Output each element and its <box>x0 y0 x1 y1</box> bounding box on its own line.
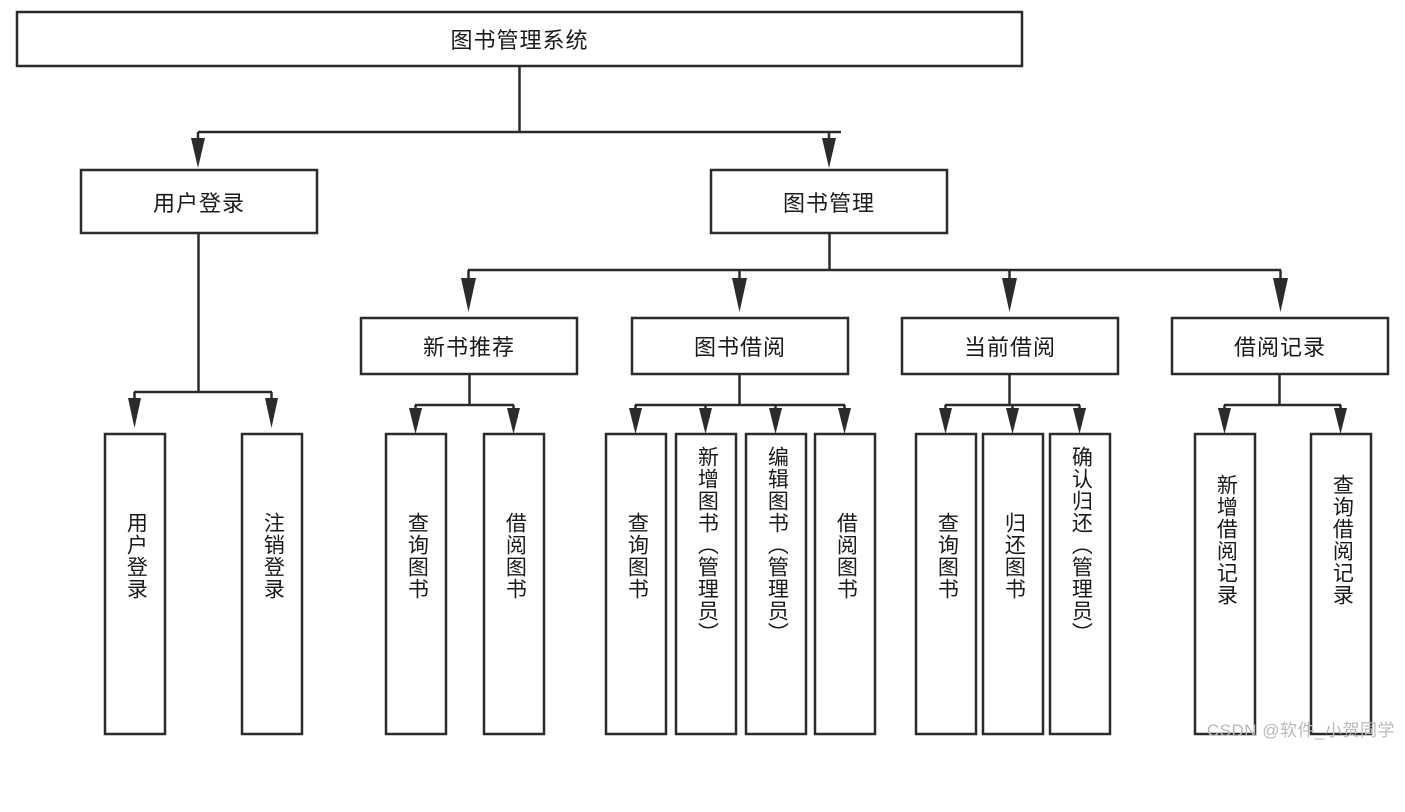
arrow-head-current-borrow <box>1002 278 1017 312</box>
arrow-head-book-management <box>822 138 836 168</box>
node-box-leaf-edit-book[interactable] <box>744 432 808 736</box>
node-box-leaf-query-record[interactable] <box>1309 432 1373 736</box>
node-box-leaf-borrow-book-1[interactable] <box>482 432 546 736</box>
tree-svg-canvas <box>15 10 1390 736</box>
node-box-leaf-logout-login[interactable] <box>240 432 304 736</box>
arrow-head-user-login <box>191 138 205 168</box>
node-box-borrow-record[interactable] <box>1170 316 1390 376</box>
arrow-head-borrow-record <box>1273 278 1288 312</box>
arrow-head-leaf-query-book-1 <box>409 408 422 434</box>
node-box-leaf-query-book-1[interactable] <box>384 432 448 736</box>
node-box-leaf-borrow-book-2[interactable] <box>813 432 877 736</box>
arrow-head-leaf-query-book-2 <box>629 408 642 434</box>
node-box-leaf-add-book[interactable] <box>674 432 738 736</box>
arrow-head-leaf-confirm-return <box>1073 408 1086 434</box>
arrow-head-leaf-user-login <box>128 398 141 428</box>
arrow-head-leaf-edit-book <box>769 408 782 434</box>
node-box-leaf-query-book-3[interactable] <box>914 432 978 736</box>
node-box-book-management[interactable] <box>709 168 949 235</box>
org-chart-diagram: 图书管理系统 用户登录 图书管理 新书推荐 图书借阅 当前借阅 借阅记录 用户登… <box>15 10 1394 740</box>
node-box-leaf-user-login[interactable] <box>103 432 167 736</box>
arrow-head-new-book-recommend <box>461 278 476 312</box>
arrow-head-leaf-logout-login <box>265 398 278 428</box>
node-box-book-borrow[interactable] <box>630 316 850 376</box>
arrow-head-leaf-query-book-3 <box>939 408 952 434</box>
arrow-head-book-borrow <box>732 278 747 312</box>
node-box-leaf-add-record[interactable] <box>1193 432 1257 736</box>
arrow-head-leaf-borrow-book-1 <box>507 408 520 434</box>
node-box-root[interactable] <box>15 10 1024 68</box>
arrow-head-leaf-borrow-book-2 <box>838 408 851 434</box>
node-box-leaf-query-book-2[interactable] <box>604 432 668 736</box>
node-box-new-book-recommend[interactable] <box>359 316 579 376</box>
node-box-user-login[interactable] <box>79 168 319 235</box>
arrow-head-leaf-add-book <box>699 408 712 434</box>
arrow-head-leaf-query-record <box>1334 408 1347 434</box>
arrow-head-leaf-return-book <box>1006 408 1019 434</box>
node-box-leaf-return-book[interactable] <box>981 432 1045 736</box>
arrow-head-leaf-add-record <box>1218 408 1231 434</box>
node-box-current-borrow[interactable] <box>900 316 1120 376</box>
node-box-leaf-confirm-return[interactable] <box>1048 432 1112 736</box>
